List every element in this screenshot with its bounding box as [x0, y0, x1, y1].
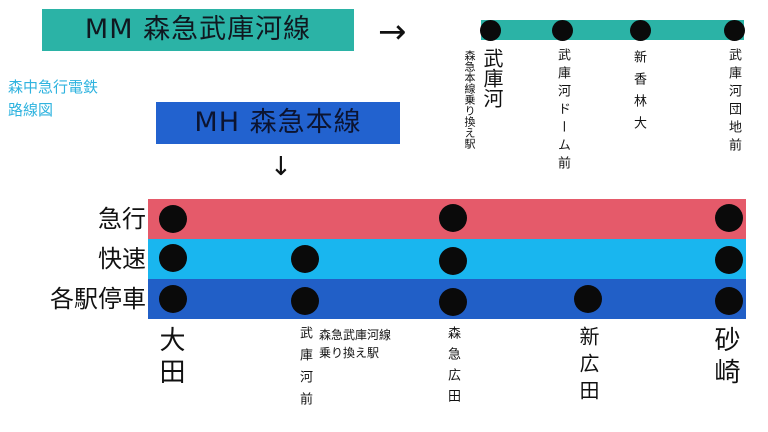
mh-station-name-1: 武庫河前 [297, 326, 312, 414]
stop-dot-express-morikyu-hirota [439, 204, 467, 232]
mm-line-label: MM 森急武庫河線 [42, 9, 354, 51]
mh-station-name-2: 森急広田 [445, 326, 460, 410]
mm-station-note-0: 森急本線乗り換え駅 [463, 50, 476, 149]
stop-dot-express-ota [159, 205, 187, 233]
mm-station-name-0: 武庫河 [480, 48, 504, 108]
stop-dot-local-sunasaki [715, 287, 743, 315]
arrow-right-icon: → [378, 12, 407, 52]
service-label-local: 各駅停車 [50, 285, 146, 313]
mm-station-dot-0 [480, 20, 501, 41]
service-label-rapid: 快速 [98, 245, 146, 273]
mh-station-note-1: 森急武庫河線 乗り換え駅 [319, 328, 392, 360]
stop-dot-local-morikyu-hirota [439, 288, 467, 316]
mh-station-name-3: 新広田 [576, 326, 600, 407]
arrow-down-icon: ↓ [270, 152, 292, 182]
stop-dot-local-mukogawa-mae [291, 287, 319, 315]
mh-station-name-0: 大田 [155, 326, 185, 390]
stop-dot-local-ota [159, 285, 187, 313]
stop-dot-express-sunasaki [715, 204, 743, 232]
stop-dot-local-shin-hirota [574, 285, 602, 313]
mh-line-label: MH 森急本線 [156, 102, 400, 144]
mm-station-name-2: 新香林大 [631, 50, 646, 138]
stop-dot-rapid-sunasaki [715, 246, 743, 274]
mm-station-dot-3 [724, 20, 745, 41]
mm-line-bar [481, 20, 744, 40]
service-label-express: 急行 [98, 205, 146, 233]
mm-station-name-1: 武庫河ドーム前 [555, 48, 570, 174]
stop-dot-rapid-ota [159, 244, 187, 272]
mm-station-dot-1 [552, 20, 573, 41]
company-title: 森中急行電鉄 路線図 [8, 78, 99, 119]
stop-dot-rapid-morikyu-hirota [439, 247, 467, 275]
mh-station-name-4: 砂崎 [710, 326, 740, 390]
mm-station-name-3: 武庫河団地前 [726, 48, 741, 156]
stop-dot-rapid-mukogawa-mae [291, 245, 319, 273]
mm-station-dot-2 [630, 20, 651, 41]
